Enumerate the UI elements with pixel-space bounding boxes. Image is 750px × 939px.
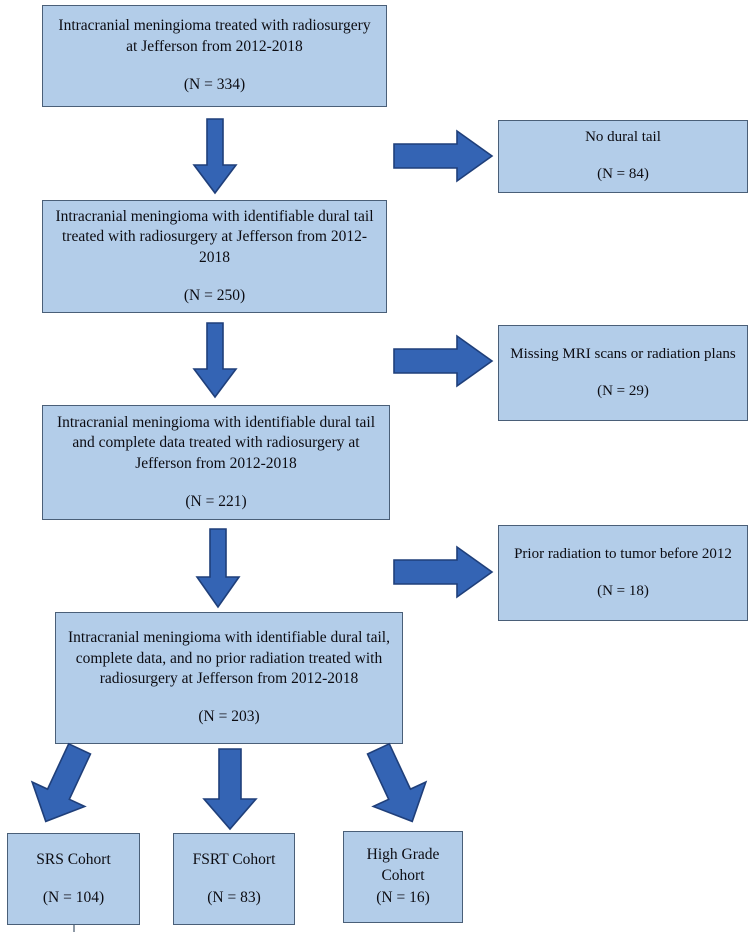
node-count: (N = 84) — [597, 166, 649, 183]
node-cohort-total: Intracranial meningioma treated with rad… — [42, 5, 387, 107]
node-count: (N = 221) — [185, 492, 247, 510]
node-title: Intracranial meningioma treated with rad… — [58, 17, 371, 55]
node-title: Intracranial meningioma with identifiabl… — [55, 207, 374, 266]
node-count: (N = 104) — [42, 888, 105, 906]
node-title: Intracranial meningioma with identifiabl… — [56, 413, 376, 472]
node-exclusion-prior-radiation: Prior radiation to tumor before 2012 (N … — [498, 525, 748, 621]
node-cohort-srs: SRS Cohort (N = 104) — [7, 833, 140, 925]
arrow-right-to-missing-scans — [393, 334, 494, 388]
node-title: SRS Cohort — [36, 850, 111, 868]
node-cohort-fsrt: FSRT Cohort (N = 83) — [173, 833, 295, 925]
node-title: High Grade Cohort — [366, 846, 440, 884]
node-title: No dural tail — [585, 129, 661, 146]
node-exclusion-missing-scans: Missing MRI scans or radiation plans (N … — [498, 325, 748, 421]
node-title: Missing MRI scans or radiation plans — [510, 345, 736, 362]
arrow-down-to-fsrt-cohort — [202, 748, 258, 831]
node-cohort-complete-data: Intracranial meningioma with identifiabl… — [42, 405, 390, 520]
arrow-right-to-no-dural-tail — [393, 129, 494, 183]
node-count: (N = 250) — [183, 286, 246, 304]
node-count: (N = 29) — [597, 382, 649, 399]
node-cohort-high-grade: High Grade Cohort (N = 16) — [343, 831, 463, 923]
node-cohort-no-prior-radiation: Intracranial meningioma with identifiabl… — [55, 612, 403, 744]
stray-tick-mark — [73, 925, 75, 932]
node-exclusion-no-dural-tail: No dural tail (N = 84) — [498, 120, 748, 193]
arrow-down-dural-tail-to-complete-data — [192, 322, 238, 399]
node-count: (N = 18) — [597, 582, 649, 599]
node-count: (N = 83) — [207, 888, 261, 906]
arrow-down-right-to-high-grade-cohort — [351, 735, 440, 835]
arrow-right-to-prior-radiation — [393, 545, 494, 599]
arrow-down-left-to-srs-cohort — [18, 735, 107, 835]
node-count: (N = 334) — [183, 76, 246, 94]
node-title: Intracranial meningioma with identifiabl… — [68, 629, 390, 688]
arrow-down-total-to-dural-tail — [192, 118, 238, 195]
node-count: (N = 16) — [376, 889, 430, 907]
node-title: FSRT Cohort — [192, 850, 276, 868]
node-count: (N = 203) — [198, 708, 260, 726]
node-title: Prior radiation to tumor before 2012 — [514, 545, 732, 562]
arrow-down-complete-data-to-final — [195, 528, 241, 609]
node-cohort-dural-tail: Intracranial meningioma with identifiabl… — [42, 200, 387, 313]
